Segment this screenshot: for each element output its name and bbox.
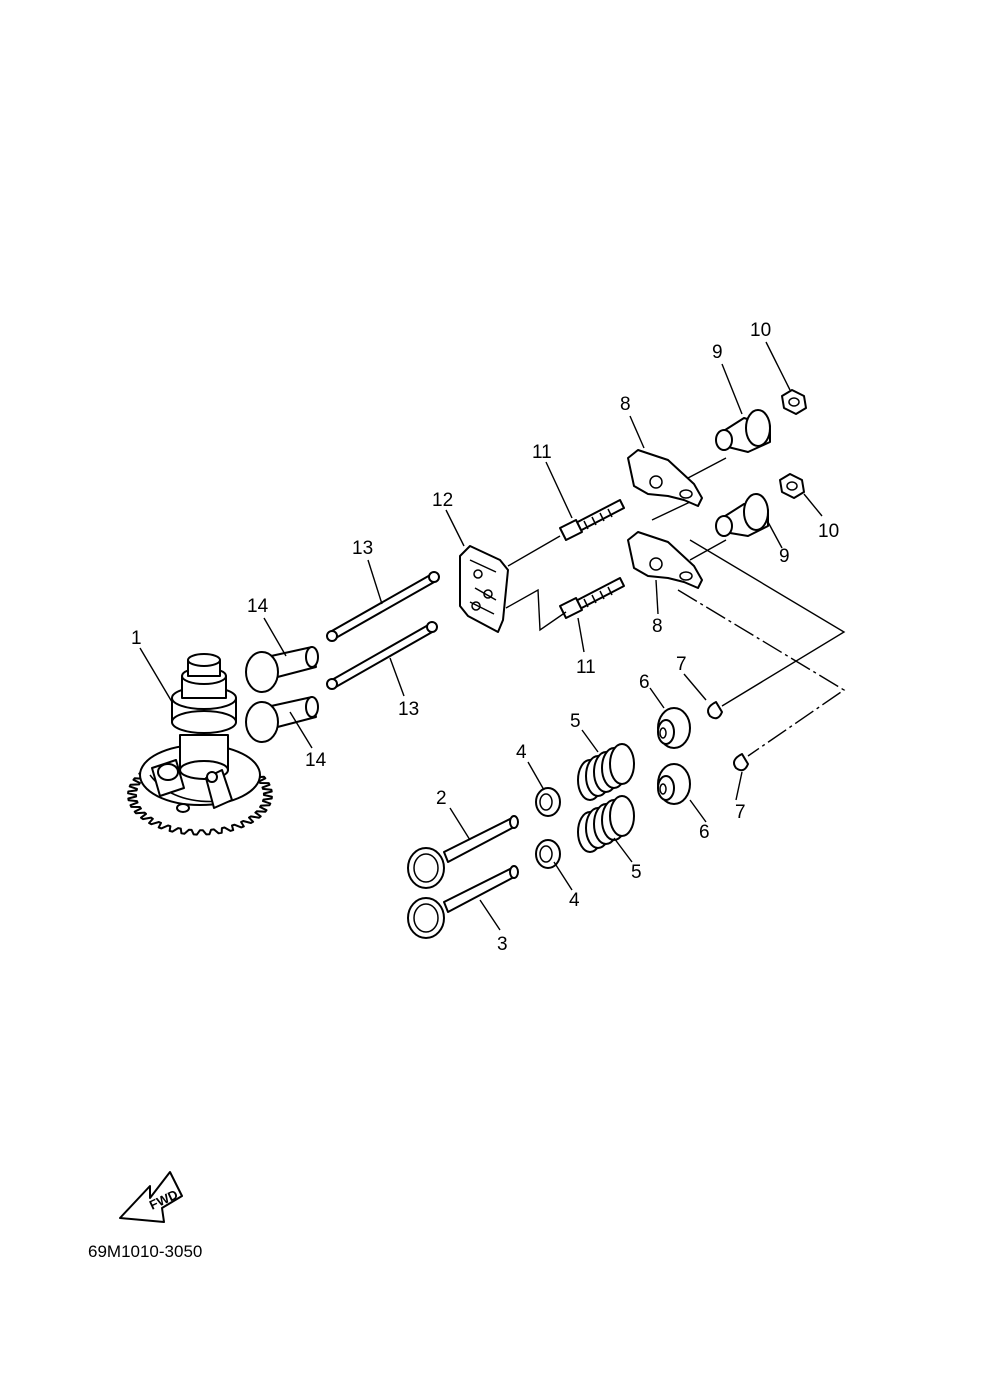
callout-5-upper: 5 — [570, 711, 581, 732]
callout-labels: 1 2 3 4 4 5 5 6 6 7 7 8 8 9 9 10 10 11 1… — [131, 320, 839, 955]
callout-12: 12 — [432, 490, 453, 511]
guide-plate-part — [459, 545, 509, 633]
fwd-label: FWD — [147, 1187, 180, 1213]
callout-14-upper: 14 — [247, 596, 269, 617]
callout-6-lower: 6 — [699, 822, 710, 843]
valve-lifter-lower — [245, 696, 319, 743]
diagram-code: 69M1010-3050 — [88, 1242, 202, 1261]
callout-9-upper: 9 — [712, 342, 723, 363]
nut-lower — [779, 473, 805, 499]
valve-collet-upper — [707, 701, 723, 720]
callout-8-upper: 8 — [620, 394, 631, 415]
callout-3: 3 — [497, 934, 508, 955]
callout-4-upper: 4 — [516, 742, 527, 763]
valve-spring-lower — [577, 795, 635, 853]
push-rod-upper — [326, 571, 440, 642]
callout-10-upper: 10 — [750, 320, 771, 341]
stem-seal-lower — [535, 839, 561, 869]
callout-2: 2 — [436, 788, 447, 809]
rocker-stud-lower — [559, 577, 625, 619]
spring-retainer-lower — [657, 763, 691, 805]
valve-spring-upper — [577, 743, 635, 801]
rocker-arm-upper — [627, 449, 703, 507]
callout-8-lower: 8 — [652, 616, 663, 637]
callout-13-lower: 13 — [398, 699, 419, 720]
intake-valve-part — [407, 815, 519, 889]
nut-upper — [781, 389, 807, 415]
rocker-stud-upper — [559, 499, 625, 541]
callout-leaders — [139, 341, 823, 931]
rocker-pivot-lower — [715, 493, 769, 537]
exhaust-valve-part — [407, 865, 519, 939]
valve-collet-lower — [733, 753, 749, 772]
valve-lifter-upper — [245, 646, 319, 693]
callout-7-upper: 7 — [676, 654, 687, 675]
assembly-lines — [505, 457, 846, 757]
rocker-pivot-upper — [715, 409, 771, 453]
callout-7-lower: 7 — [735, 802, 746, 823]
callout-5-lower: 5 — [631, 862, 642, 883]
callout-13-upper: 13 — [352, 538, 373, 559]
stem-seal-upper — [535, 787, 561, 817]
callout-10-lower: 10 — [818, 521, 839, 542]
callout-14-lower: 14 — [305, 750, 327, 771]
spring-retainer-upper — [657, 707, 691, 749]
rocker-arm-lower — [627, 531, 703, 589]
callout-4-lower: 4 — [569, 890, 580, 911]
fwd-arrow-icon: FWD — [119, 1171, 183, 1223]
callout-9-lower: 9 — [779, 546, 790, 567]
push-rod-lower — [326, 621, 438, 690]
callout-11-upper: 11 — [532, 442, 552, 463]
callout-11-lower: 11 — [576, 657, 596, 678]
callout-6-upper: 6 — [639, 672, 650, 693]
callout-1: 1 — [131, 628, 142, 649]
camshaft-gear-part — [127, 653, 273, 836]
